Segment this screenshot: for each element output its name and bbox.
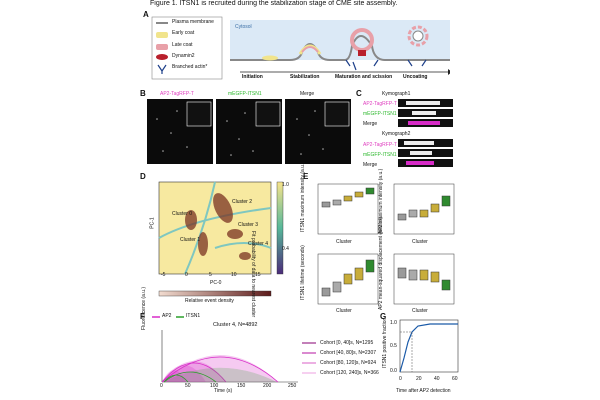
d-xtick-2: 5 <box>209 272 212 278</box>
panel-label-e: E <box>303 172 309 181</box>
g-ytick-0: 0.0 <box>390 368 397 374</box>
f-legend-swatches <box>152 316 184 318</box>
panel-d-plot <box>158 181 284 297</box>
stage-maturation: Maturation and scission <box>335 74 393 80</box>
panel-label-a: A <box>143 10 149 19</box>
b-channel-merge: Merge <box>300 91 315 97</box>
g-xtick-3: 60 <box>452 376 458 382</box>
d-cluster-4: Cluster 4 <box>248 241 269 247</box>
d-ylabel: PC-1 <box>149 217 156 229</box>
kymo1-itsn1: mEGFP-ITSN1 <box>363 111 397 117</box>
kymo2-label: Kymograph2 <box>382 131 411 137</box>
g-xtick-2: 40 <box>434 376 440 382</box>
g-ylabel: ITSN1 positive fraction <box>382 317 388 368</box>
cytosol-label: Cytosol <box>235 24 252 30</box>
kymo2-merge: Merge <box>363 162 378 168</box>
stage-initiation: Initiation <box>242 74 263 80</box>
e-xlabel-4: Cluster <box>412 308 428 314</box>
e-ylabel-3: AP2 mean-squared displacement (pixels²) <box>378 216 384 310</box>
stage-stabilization: Stabilization <box>290 74 320 80</box>
f-xtick-2: 100 <box>210 383 219 389</box>
d-cluster-2: Cluster 2 <box>232 199 253 205</box>
panel-label-c: C <box>356 89 362 98</box>
e-xlabel-2: Cluster <box>412 239 428 245</box>
f-xtick-0: 0 <box>160 383 163 389</box>
panel-label-g: G <box>380 312 387 321</box>
d-cluster-1: Cluster 1 <box>180 237 201 243</box>
panel-label-b: B <box>140 89 146 98</box>
stage-uncoating: Uncoating <box>403 74 428 80</box>
d-xtick-3: 10 <box>231 272 237 278</box>
kymo1-merge: Merge <box>363 121 378 127</box>
d-cluster-0: Cluster 0 <box>172 211 193 217</box>
d-xtick-1: 0 <box>185 272 188 278</box>
e-xlabel-3: Cluster <box>336 308 352 314</box>
legend-late: Late coat <box>172 42 193 48</box>
kymo2-itsn1: mEGFP-ITSN1 <box>363 152 397 158</box>
b-channel-itsn1: mEGFP-ITSN1 <box>228 91 262 97</box>
figure-caption: Figure 1. ITSN1 is recruited during the … <box>150 0 398 7</box>
legend-membrane: Plasma membrane <box>172 19 214 25</box>
g-plot <box>399 319 459 373</box>
f-xlabel: Time (s) <box>214 388 233 394</box>
b-image-dots <box>156 101 350 156</box>
d-cbtick-6: 0.4 <box>282 246 289 252</box>
f-xtick-5: 250 <box>288 383 297 389</box>
panel-label-f: F <box>140 312 145 321</box>
f-cohort-swatches <box>302 342 316 374</box>
legend-early: Early coat <box>172 30 195 36</box>
legend-late-swatch <box>156 44 168 50</box>
legend-actin-swatch <box>157 64 167 74</box>
f-xtick-3: 150 <box>237 383 246 389</box>
e-ylabel-2: ITSN1 lifetime (seconds) <box>300 245 306 300</box>
g-ytick-1: 0.5 <box>390 343 397 349</box>
e-ylabel-0: ITSN1 maximum intensity (a.u.) <box>300 161 306 232</box>
kymo1-label: Kymograph1 <box>382 91 411 97</box>
g-xlabel: Time after AP2 detection <box>396 388 451 394</box>
legend-early-swatch <box>156 32 168 38</box>
b-channel-ap2: AP2-TagRFP-T <box>160 91 194 97</box>
f-cohort-0: Cohort [0, 40]s, N=1295 <box>320 340 374 346</box>
f-cohort-2: Cohort [80, 120]s, N=924 <box>320 360 377 366</box>
f-plot <box>161 330 298 383</box>
f-xtick-4: 200 <box>263 383 272 389</box>
d-xtick-0: -5 <box>161 272 166 278</box>
panel-e-boxplots <box>317 183 455 305</box>
e-xlabel-1: Cluster <box>336 239 352 245</box>
legend-dyn-swatch <box>156 54 168 60</box>
legend-dyn: Dynamin2 <box>172 53 195 59</box>
f-ylabel: Fluorescence (a.u.) <box>141 286 147 330</box>
d-cluster-3: Cluster 3 <box>238 222 259 228</box>
d-density-label: Relative event density <box>185 298 234 304</box>
g-xtick-0: 0 <box>399 376 402 382</box>
f-legend-ap2: AP2 <box>162 313 172 319</box>
g-ytick-2: 1.0 <box>390 320 397 326</box>
f-xtick-1: 50 <box>185 383 191 389</box>
g-xtick-1: 20 <box>416 376 422 382</box>
f-ylabel-anchor: Fluorescence (a.u.) <box>141 287 147 330</box>
d-xlabel: PC-0 <box>210 280 222 286</box>
kymo2-ap2: AP2-TagRFP-T <box>363 142 397 148</box>
d-xtick-4: 15 <box>255 272 261 278</box>
f-cohort-1: Cohort [40, 80]s, N=2307 <box>320 350 377 356</box>
panel-label-d: D <box>140 172 146 181</box>
panel-a-schematic <box>151 16 450 80</box>
f-cohort-3: Cohort [120, 240]s, N=366 <box>320 370 379 376</box>
d-cbtick-0: 1.0 <box>282 182 289 188</box>
kymograph-strips <box>398 99 453 167</box>
f-title: Cluster 4, N=4892 <box>213 322 258 328</box>
legend-actin: Branched actin* <box>172 64 208 70</box>
f-legend-itsn1: ITSN1 <box>186 313 201 319</box>
kymo1-ap2: AP2-TagRFP-T <box>363 101 397 107</box>
